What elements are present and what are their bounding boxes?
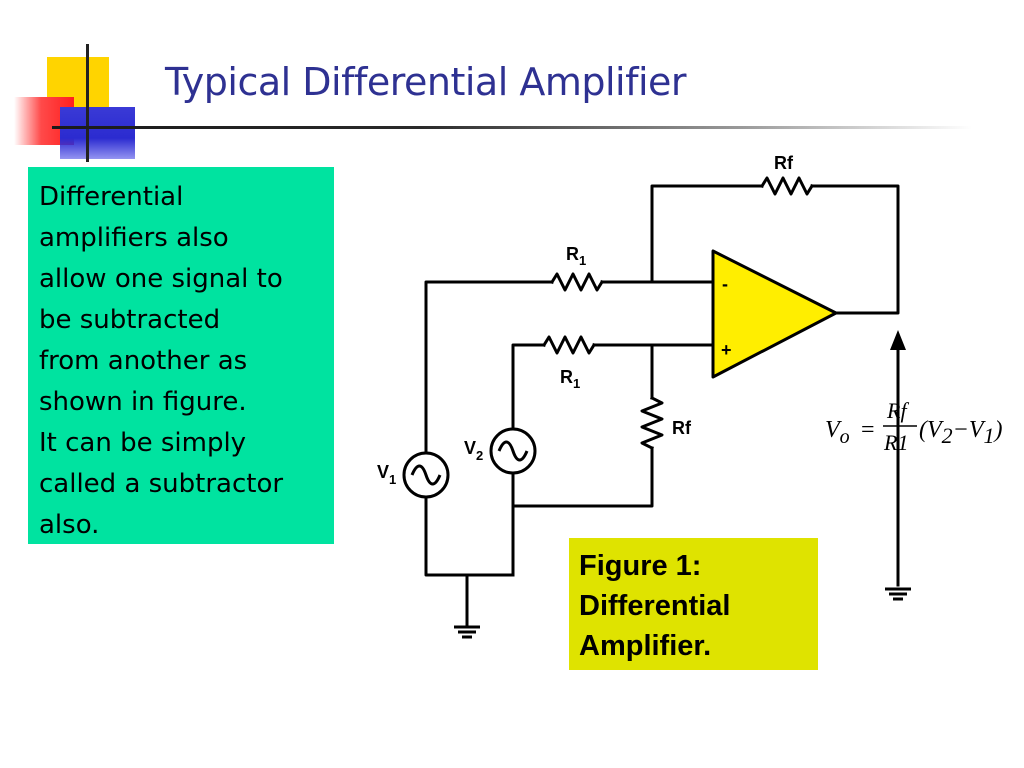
decor-vertical-line <box>86 44 89 162</box>
rf-bottom-resistor <box>640 395 664 451</box>
feedback-wire <box>650 184 764 284</box>
eq-vo: Vo <box>825 417 850 448</box>
v1-ground-wire <box>424 496 515 577</box>
v1-label: V1 <box>377 462 396 487</box>
description-line: shown in figure. <box>39 387 247 417</box>
decor-blue-square <box>60 107 135 159</box>
caption-line: Differential <box>579 590 731 622</box>
op-amp <box>711 249 838 379</box>
noninverting-sign: + <box>721 340 732 360</box>
description-box: Differential amplifiers also allow one s… <box>28 167 334 544</box>
caption-line: Amplifier. <box>579 630 712 662</box>
eq-numerator: Rf <box>886 398 909 423</box>
r1-bottom-label: R1 <box>560 367 580 391</box>
r1-top-resistor <box>549 272 605 292</box>
output-ground-icon <box>885 587 911 601</box>
v1-sine-icon <box>410 464 442 486</box>
description-line: Differential <box>39 182 184 212</box>
rf-top-label: Rf <box>774 153 794 173</box>
rf-top-resistor <box>759 176 815 196</box>
slide-title: Typical Differential Amplifier <box>165 60 687 104</box>
eq-denominator: R1 <box>883 430 908 455</box>
eq-difference: (V2−V1) <box>919 417 1003 448</box>
rf-bottom-label: Rf <box>672 418 692 438</box>
ground-return-wire <box>511 446 654 508</box>
inverting-wire <box>424 280 554 492</box>
v2-label: V2 <box>464 438 483 463</box>
v2-sine-icon <box>497 440 529 462</box>
description-line: be subtracted <box>39 305 221 335</box>
feedback-wire-right <box>810 184 900 315</box>
description-line: from another as <box>39 346 248 376</box>
r1-bottom-resistor <box>541 335 597 355</box>
caption-line: Figure 1: <box>579 550 702 582</box>
inverting-sign: - <box>722 274 728 294</box>
figure-caption: Figure 1: Differential Amplifier. <box>569 538 818 670</box>
description-line: allow one signal to <box>39 264 283 294</box>
title-underline <box>52 126 972 129</box>
ground-icon <box>454 625 480 639</box>
description-line: also. <box>39 510 100 540</box>
noninverting-wire <box>511 343 546 430</box>
r1-top-label: R1 <box>566 244 586 268</box>
description-line: called a subtractor <box>39 469 284 499</box>
output-arrow-icon <box>890 330 906 350</box>
description-line: It can be simply <box>39 428 247 458</box>
gain-equation: Vo = Rf R1 (V2−V1) <box>825 398 1003 455</box>
eq-equals: = <box>861 417 875 443</box>
description-line: amplifiers also <box>39 223 229 253</box>
